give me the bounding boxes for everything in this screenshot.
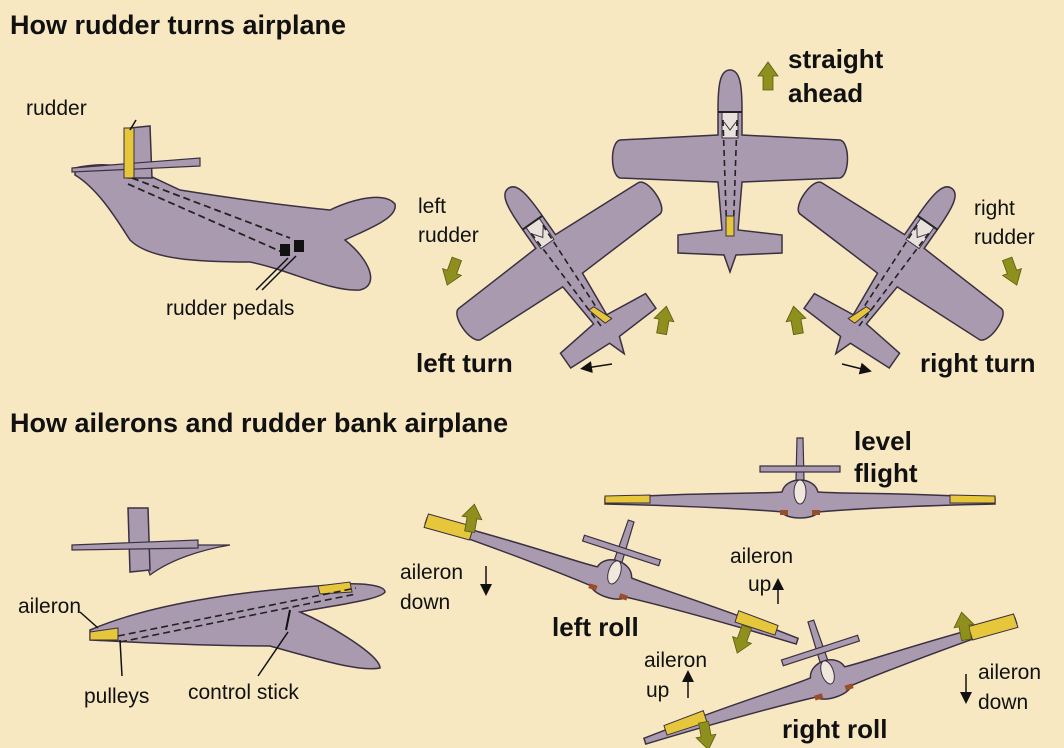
aileron-up2-label-line1: aileron <box>644 649 708 672</box>
rudder-side-plane <box>71 119 396 291</box>
left-rudder-label-line2: rudder <box>418 224 479 247</box>
straight-ahead-plane <box>611 69 849 273</box>
left-rudder-label-line1: left <box>418 195 447 218</box>
straight-label-line1: straight <box>788 44 884 74</box>
rudder-pedals-label: rudder pedals <box>166 297 295 320</box>
section2-title: How ailerons and rudder bank airplane <box>10 408 509 438</box>
rudder-label: rudder <box>26 97 87 120</box>
straight-arrow <box>757 61 779 91</box>
control-stick-label: control stick <box>188 681 299 704</box>
rudder-surface <box>123 127 135 179</box>
aileron-side-plane <box>71 507 386 677</box>
left-roll-label: left roll <box>552 612 639 642</box>
aileron-up-label-line1: aileron <box>730 545 794 568</box>
rudder-pedal-left <box>280 244 290 256</box>
left-roll-plane <box>420 460 818 659</box>
aileron-down-label-line1: aileron <box>400 561 464 584</box>
aileron-down2-label-line2: down <box>978 691 1029 714</box>
level-label-line1: level <box>854 426 912 456</box>
left-turn-label: left turn <box>416 348 513 378</box>
right-turn-label: right turn <box>920 348 1036 378</box>
aileron-down2-label-line1: aileron <box>978 661 1042 684</box>
aileron-up-label-line2: up <box>748 573 772 596</box>
aileron-label: aileron <box>18 595 82 618</box>
right-rudder-label-line2: rudder <box>974 226 1035 249</box>
right-rudder-label-line1: right <box>974 197 1015 220</box>
aileron-surface-right <box>317 581 353 595</box>
pulleys-label: pulleys <box>84 685 150 708</box>
rudder-pedal-right <box>294 240 304 252</box>
aileron-up2-label-line2: up <box>646 679 670 702</box>
right-rudder-arrow <box>997 255 1027 289</box>
left-turn-plane <box>411 119 722 423</box>
left-roll-down-arrow <box>727 623 757 657</box>
level-label-line2: flight <box>854 458 918 488</box>
straight-label-line2: ahead <box>788 78 864 108</box>
right-roll-label: right roll <box>782 714 888 744</box>
section1-title: How rudder turns airplane <box>10 10 347 40</box>
right-turn-plane <box>738 119 1049 423</box>
aileron-surface-left <box>89 627 119 641</box>
level-flight-plane <box>604 437 996 519</box>
left-rudder-arrow <box>437 255 467 289</box>
aileron-down-label-line2: down <box>400 591 451 614</box>
